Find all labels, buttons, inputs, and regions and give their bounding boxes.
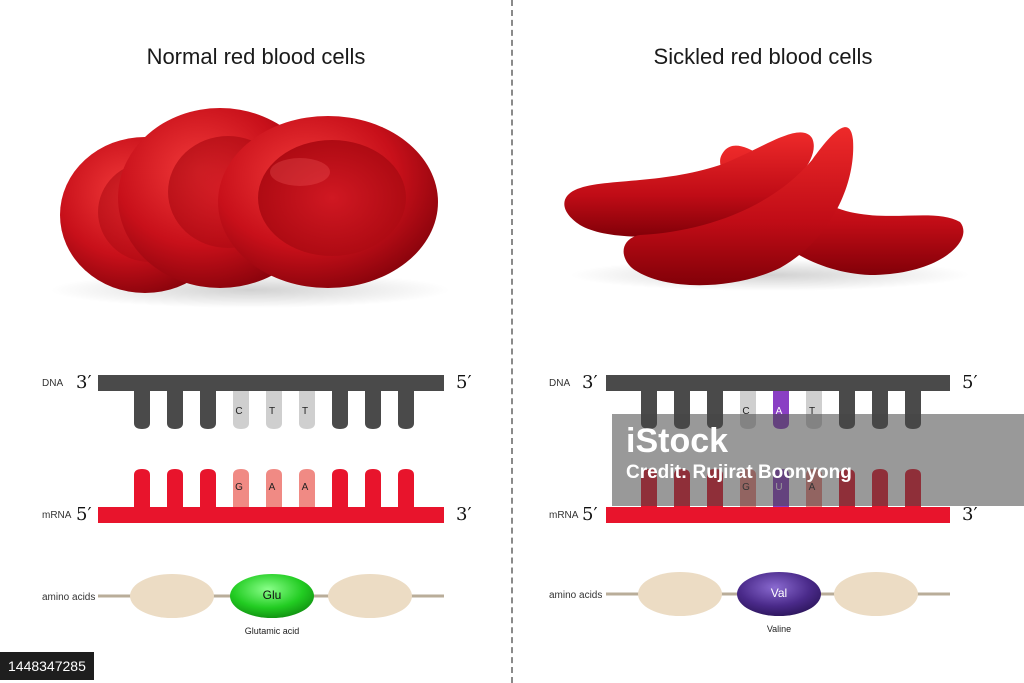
- mrna-base: [365, 469, 381, 507]
- istock-logo: iStock: [626, 422, 729, 460]
- amino-label-right: amino acids: [549, 590, 603, 601]
- glu-bead: [230, 574, 314, 618]
- mrna-base: [332, 469, 348, 507]
- dna-base: [398, 391, 414, 429]
- amino-acid-bead: [328, 574, 412, 618]
- amino-acid-bead: [130, 574, 214, 618]
- mrna-base: [299, 469, 315, 507]
- mrna-base: [134, 469, 150, 507]
- amino-chain-left: [98, 574, 444, 618]
- dna-base: [167, 391, 183, 429]
- panel-divider: [511, 0, 513, 683]
- mrna-base-left-1: G: [235, 482, 243, 493]
- dna-base: [332, 391, 348, 429]
- dna-strand-left: [98, 375, 444, 429]
- dna-base-right-3: T: [808, 406, 816, 417]
- mrna-base-left-3: A: [301, 482, 309, 493]
- dna-5prime-left: 5′: [456, 372, 472, 393]
- dna-label-left: DNA: [42, 378, 64, 389]
- mrna-3prime-right: 3′: [962, 504, 978, 525]
- credit-text: Credit: Rujirat Boonyong: [626, 462, 852, 483]
- dna-base: [266, 391, 282, 429]
- val-label: Val: [770, 586, 788, 600]
- mrna-label-left: mRNA: [42, 510, 72, 521]
- mrna-5prime-right: 5′: [582, 504, 598, 525]
- dna-base: [134, 391, 150, 429]
- mrna-base: [200, 469, 216, 507]
- mrna-base: [233, 469, 249, 507]
- mrna-base: [167, 469, 183, 507]
- mrna-base: [266, 469, 282, 507]
- sickled-red-blood-cells: [564, 127, 970, 291]
- dna-base-right-2: A: [775, 406, 783, 417]
- dna-base: [365, 391, 381, 429]
- dna-base: [200, 391, 216, 429]
- dna-base-left-2: T: [268, 406, 276, 417]
- mrna-5prime-left: 5′: [76, 504, 92, 525]
- mrna-strand-left: [98, 469, 444, 523]
- glutamic-acid-caption: Glutamic acid: [244, 626, 300, 636]
- dna-3prime-left: 3′: [76, 372, 92, 393]
- amino-acid-bead: [638, 572, 722, 616]
- watermark-overlay: iStock Credit: Rujirat Boonyong: [612, 414, 1024, 506]
- amino-chain-right: [606, 572, 950, 616]
- dna-base: [233, 391, 249, 429]
- normal-red-blood-cells: [50, 108, 450, 308]
- dna-label-right: DNA: [549, 378, 571, 389]
- val-bead: [737, 572, 821, 616]
- dna-3prime-right: 3′: [582, 372, 598, 393]
- dna-base-left-1: C: [235, 406, 243, 417]
- mrna-3prime-left: 3′: [456, 504, 472, 525]
- mrna-base-left-2: A: [268, 482, 276, 493]
- normal-cell-front: [218, 116, 438, 288]
- sickle-cell-front: [623, 127, 854, 286]
- stock-id-badge: 1448347285: [0, 652, 94, 680]
- dna-base-left-3: T: [301, 406, 309, 417]
- mrna-label-right: mRNA: [549, 510, 579, 521]
- amino-acid-bead: [834, 572, 918, 616]
- dna-base-right-1: C: [742, 406, 750, 417]
- amino-label-left: amino acids: [42, 592, 96, 603]
- valine-caption: Valine: [766, 624, 792, 634]
- dna-base: [299, 391, 315, 429]
- normal-title: Normal red blood cells: [146, 44, 366, 69]
- sickled-title: Sickled red blood cells: [653, 44, 873, 69]
- dna-5prime-right: 5′: [962, 372, 978, 393]
- glu-label: Glu: [262, 588, 282, 602]
- mrna-base: [398, 469, 414, 507]
